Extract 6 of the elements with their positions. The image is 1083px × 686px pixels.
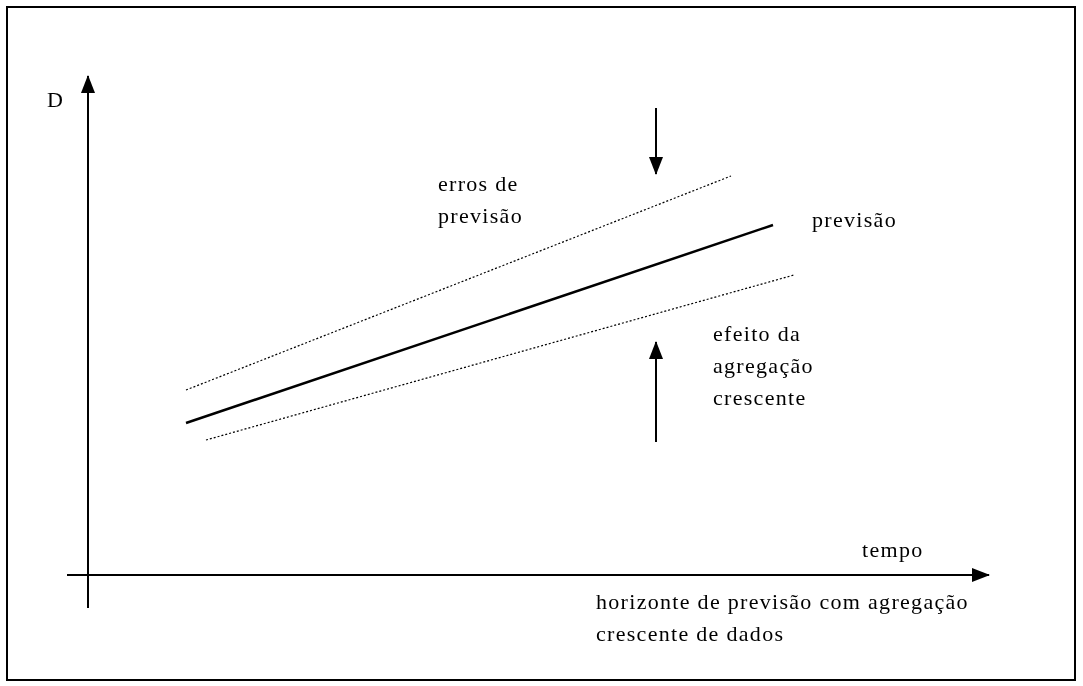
axis-label: tempo (862, 536, 925, 564)
axis-label: D (47, 86, 66, 114)
curve-label: previsão (812, 206, 898, 234)
curve-label: erros de previsão (438, 170, 524, 230)
annotation-text: efeito da agregação crescente (713, 320, 815, 412)
axis-caption: horizonte de previsão com agregação crescente de dados (596, 588, 970, 648)
